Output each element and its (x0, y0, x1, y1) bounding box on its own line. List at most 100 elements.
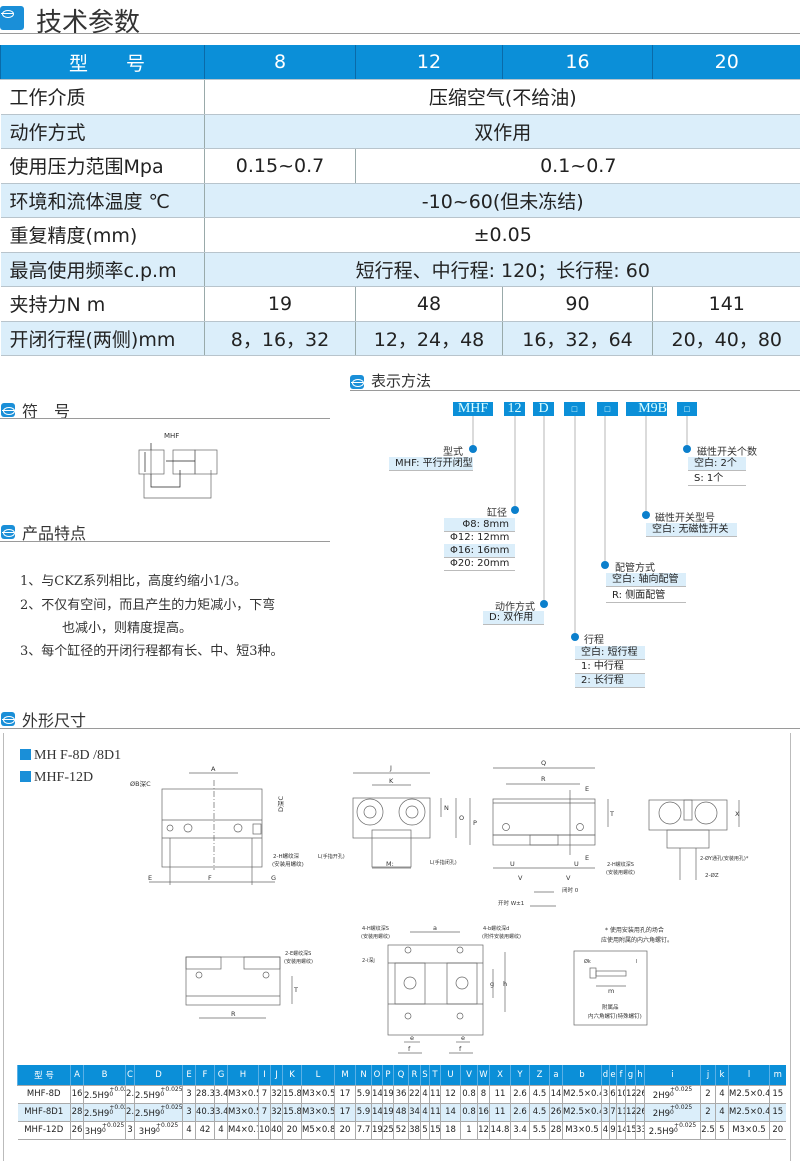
section-icon (1, 403, 15, 417)
dim-cell: 28 (70, 1103, 84, 1122)
dim-cell: 3.4 (214, 1085, 228, 1104)
dim-cell: 20 (282, 1121, 302, 1140)
tolerance-upper: +0.025 (160, 1104, 183, 1111)
tolerance-upper: +0.025 (102, 1122, 125, 1129)
front-view-drawing (149, 772, 275, 885)
dim-label: 2-ØY通孔(安装用孔)* (700, 855, 749, 862)
dim-cell: 4 (182, 1121, 196, 1140)
row-value: 0.1~0.7 (355, 148, 800, 184)
dim-cell: 7.7 (355, 1121, 372, 1140)
option: D: 双作用 (483, 611, 544, 625)
pneumatic-symbol: MHF (138, 432, 218, 499)
row-value: 48 (355, 286, 503, 322)
header-model-16: 16 (502, 45, 653, 80)
code-action: D (533, 402, 554, 416)
dim-cell: 2.5 (700, 1121, 716, 1140)
legend-text: MHF-12D (34, 770, 94, 785)
dim-cell: 42 (195, 1121, 215, 1140)
model-legend: MH F-8D /8D1 (20, 748, 121, 764)
dim-header-cell: G (214, 1065, 228, 1086)
dim-header-cell: X (489, 1065, 511, 1086)
bottom-side-drawing (185, 956, 293, 1019)
dim-cell: 3 (182, 1103, 196, 1122)
dim-header-cell: S (420, 1065, 430, 1086)
dim-label: 2-H螺纹深S (607, 861, 634, 868)
row-value: 19 (204, 286, 356, 322)
spec-table: 型 号 8 12 16 20 工作介质压缩空气(不给油) 动作方式双作用 使用压… (0, 45, 800, 356)
row-value: 双作用 (204, 114, 800, 149)
tolerance-upper: +0.025 (160, 1086, 183, 1093)
dim-cell: M2.5×0.45 (728, 1103, 770, 1122)
dim-label: 2-ØZ (705, 872, 719, 879)
row-label: 最高使用频率c.p.m (0, 252, 205, 287)
dim-cell: 1 (460, 1121, 478, 1140)
dim-cell: 3 (601, 1085, 610, 1104)
legend-square-icon (20, 749, 31, 760)
dim-header-cell: T (429, 1065, 441, 1086)
dim-cell: 15.8 (282, 1085, 302, 1104)
dim-cell: 14 (371, 1103, 383, 1122)
row-value: 16，32，64 (502, 321, 653, 356)
dim-label: l (636, 959, 637, 965)
dim-cell: M4×0.7 (227, 1121, 259, 1140)
dim-cell: 11 (489, 1085, 511, 1104)
dim-cell: 26 (635, 1085, 645, 1104)
legend-text: MH F-8D /8D1 (34, 748, 122, 763)
dim-header-cell: U (440, 1065, 461, 1086)
row-label: 使用压力范围Mpa (0, 148, 205, 184)
dim-cell: 11 (616, 1103, 626, 1122)
dim-cell: 16 (70, 1085, 84, 1104)
dim-label: e (461, 1034, 465, 1042)
dim-cell: 11 (429, 1103, 441, 1122)
dim-cell: M3×0.5 (227, 1103, 259, 1122)
feature-item: 2、不仅有空间，而且产生的力矩减小，下弯 (20, 598, 276, 613)
dim-cell: 15 (625, 1121, 636, 1140)
dim-cell: 14.8 (489, 1121, 511, 1140)
dim-cell: 5.9 (355, 1103, 372, 1122)
spec-row: 工作介质压缩空气(不给油) (0, 79, 800, 115)
dim-cell: 4 (420, 1085, 430, 1104)
dim-cell: 7 (258, 1085, 271, 1104)
dim-cell: 2.6 (510, 1103, 530, 1122)
row-label: 工作介质 (0, 79, 205, 115)
dim-label: U (574, 860, 579, 868)
dim-label: N (444, 804, 449, 812)
tolerance-upper: +0.025 (670, 1104, 693, 1111)
dim-cell: M5×0.8 (301, 1121, 335, 1140)
legend-square-icon (20, 771, 31, 782)
row-label: 动作方式 (0, 114, 205, 149)
dim-header-cell: N (355, 1065, 372, 1086)
dim-cell: 18 (440, 1121, 461, 1140)
group-title: 磁性开关个数 (697, 447, 757, 458)
row-value: -10~60(但未冻结) (204, 183, 800, 218)
option: MHF: 平行开闭型 (389, 457, 473, 471)
dim-header-cell: h (635, 1065, 645, 1086)
dim-cell: 15.8 (282, 1103, 302, 1122)
dim-cell: 32 (270, 1085, 283, 1104)
dim-label: 2-H螺纹深 (273, 852, 300, 860)
dim-value: 2.5H9 (84, 1091, 110, 1101)
option: Φ20: 20mm (444, 557, 515, 571)
dim-cell: 28 (549, 1121, 563, 1140)
dim-label: D深C (276, 795, 285, 812)
row-value: 压缩空气(不给油) (204, 79, 800, 115)
tolerance-upper: +0.025 (109, 1086, 125, 1093)
dim-cell: M3×0.5 (301, 1103, 335, 1122)
dim-label: f (459, 1045, 462, 1053)
dim-cell: 8 (477, 1085, 490, 1104)
dim-cell: 4.5 (529, 1103, 550, 1122)
code-switch: M9B (626, 402, 667, 416)
spec-row: 环境和流体温度 ℃-10~60(但未冻结) (0, 183, 800, 218)
dim-label: g (490, 980, 494, 988)
dim-cell: 7 (609, 1103, 617, 1122)
dim-cell: 2.5 (125, 1103, 135, 1122)
note-text: 附属品 (602, 1003, 619, 1011)
dim-value: 2H9 (652, 1091, 670, 1101)
dim-label: X (735, 810, 740, 818)
dim-label: E (585, 785, 589, 793)
row-label: 重复精度(mm) (0, 217, 205, 253)
